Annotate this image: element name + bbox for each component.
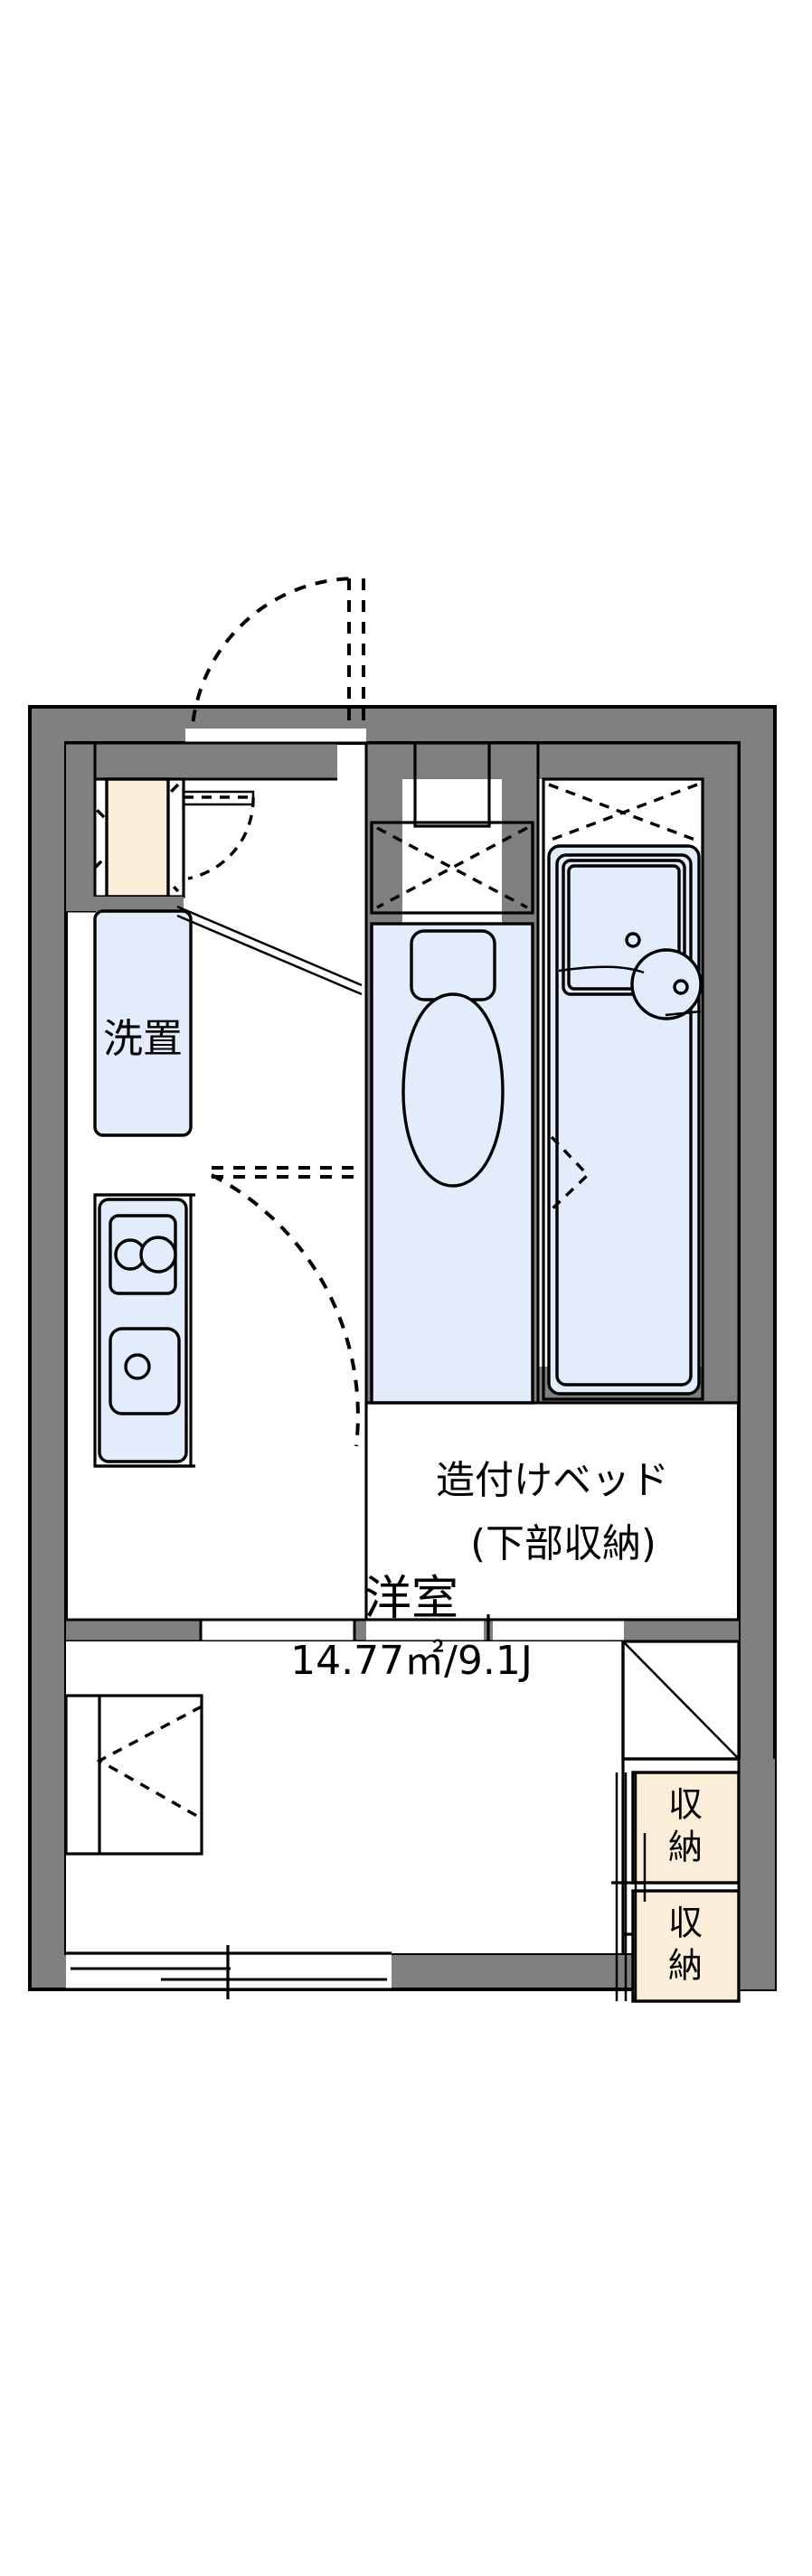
room-left-cabinet: [64, 1694, 203, 1856]
main-room-area: 14.77㎡/9.1J: [290, 1638, 533, 1684]
built-in-bed-label-line2: (下部収納): [470, 1522, 656, 1567]
closet-sliding-doors[interactable]: [611, 1772, 647, 2001]
room-door[interactable]: [211, 1166, 362, 1447]
closet-back-wall: [737, 1759, 775, 1989]
toilet-room: [364, 741, 540, 1405]
laundry-space: 洗置: [93, 909, 193, 1137]
built-in-bed-area: 造付けベッド (下部収納): [364, 1401, 741, 1622]
closet-door-small[interactable]: [184, 790, 255, 880]
entrance-wall-band: [66, 741, 337, 781]
built-in-bed-label-line1: 造付けベッド: [436, 1459, 669, 1504]
main-room-name: 洋室: [364, 1572, 458, 1626]
closet-upper-label-1: 収: [668, 1785, 703, 1825]
balcony-sliding-window[interactable]: [66, 1945, 392, 1999]
closet-upper: 収 納: [631, 1771, 741, 1885]
entrance-door[interactable]: [185, 577, 366, 745]
bed-side-cabinet: [621, 1640, 741, 1953]
hall-sliding-line: [176, 905, 363, 996]
kitchen-unit: [93, 1193, 195, 1468]
entrance-partition-walls: [66, 741, 184, 913]
closet-upper-label-2: 納: [668, 1828, 703, 1867]
closet-lower-label-1: 収: [668, 1904, 703, 1943]
closet-lower-label-2: 納: [668, 1946, 703, 1986]
closet-lower: 収 納: [631, 1889, 741, 2003]
room-text-layer: 洋室 14.77㎡/9.1J: [290, 1572, 533, 1684]
unit-bath: [536, 741, 741, 1405]
bed-room-divider-wall: [66, 1614, 739, 1647]
laundry-label: 洗置: [103, 1016, 183, 1062]
